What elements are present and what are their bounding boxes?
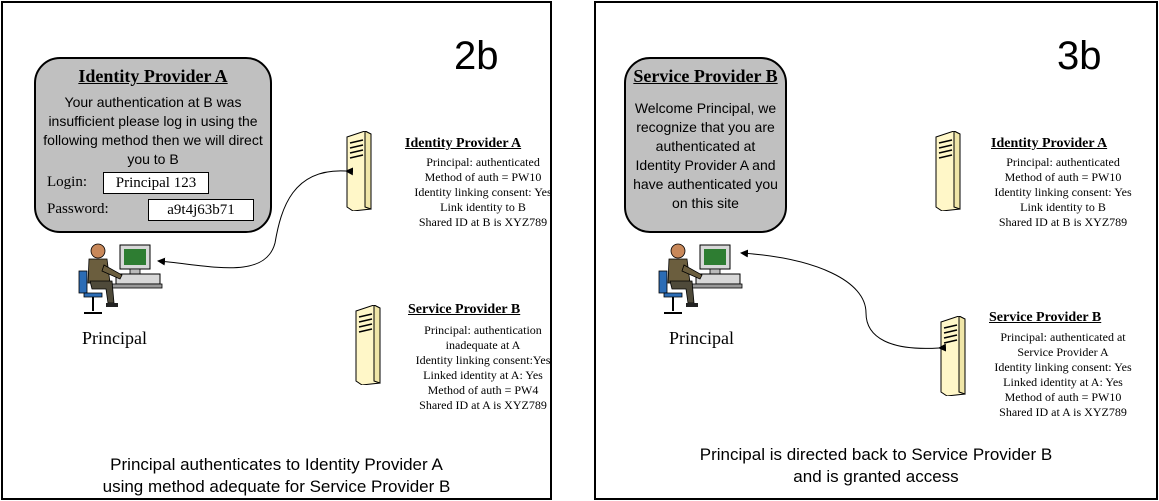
server-title-identity-provider-a: Identity Provider A xyxy=(405,136,522,151)
server-title-identity-provider-a: Identity Provider A xyxy=(991,136,1108,151)
server-details-identity-provider-a: Principal: authenticated Method of auth … xyxy=(383,155,552,230)
detail-line: Principal: authenticated xyxy=(1006,155,1120,169)
caption-line: Principal is directed back to Service Pr… xyxy=(699,445,1053,464)
detail-line: Linked identity at A: Yes xyxy=(423,368,543,382)
detail-line: Link identity to B xyxy=(440,200,526,214)
connector-arrow xyxy=(157,167,354,269)
detail-line: Method of auth = PW10 xyxy=(1004,390,1122,404)
service-provider-b-bubble: Service Provider B Welcome Principal, we… xyxy=(624,57,787,233)
panel-caption: Principal is directed back to Service Pr… xyxy=(596,444,1156,488)
detail-line: Shared ID at A is XYZ789 xyxy=(419,398,547,412)
detail-line: Linked identity at A: Yes xyxy=(1003,375,1123,389)
detail-line: Principal: authenticated at xyxy=(1000,330,1126,344)
principal-label: Principal xyxy=(669,328,734,348)
server-icon xyxy=(935,131,961,211)
detail-line: Principal: authentication xyxy=(424,323,542,337)
detail-line: Method of auth = PW4 xyxy=(427,383,539,397)
server-icon xyxy=(940,316,966,396)
detail-line: Shared ID at B is XYZ789 xyxy=(998,215,1128,229)
detail-line: Service Provider A xyxy=(1017,345,1109,359)
detail-line: Shared ID at A is XYZ789 xyxy=(999,405,1127,419)
server-details-service-provider-b: Principal: authenticated at Service Prov… xyxy=(968,330,1156,420)
bubble-title: Service Provider B xyxy=(633,66,778,86)
server-title-service-provider-b: Service Provider B xyxy=(408,302,521,317)
panel-2b: 2b Identity Provider A Your authenticati… xyxy=(1,1,552,500)
caption-line: Principal authenticates to Identity Prov… xyxy=(110,455,443,474)
detail-line: Link identity to B xyxy=(1020,200,1106,214)
panel-3b: 3b Service Provider B Welcome Principal,… xyxy=(594,1,1158,500)
bubble-message: Your authentication at B was insufficien… xyxy=(43,94,263,167)
caption-line: using method adequate for Service Provid… xyxy=(102,477,451,496)
login-label: Login: xyxy=(47,174,87,190)
server-details-identity-provider-a: Principal: authenticated Method of auth … xyxy=(968,155,1156,230)
principal-label: Principal xyxy=(82,328,147,348)
person-at-computer-icon xyxy=(658,243,743,314)
detail-line: Shared ID at B is XYZ789 xyxy=(418,215,548,229)
detail-line: Identity linking consent: Yes xyxy=(994,360,1132,374)
caption-line: and is granted access xyxy=(793,467,959,486)
connector-arrow xyxy=(740,249,947,352)
detail-line: Method of auth = PW10 xyxy=(424,170,542,184)
detail-line: inadequate at A xyxy=(445,338,521,352)
panel-caption: Principal authenticates to Identity Prov… xyxy=(3,454,550,498)
bubble-message: Welcome Principal, we recognize that you… xyxy=(633,100,778,211)
person-at-computer-icon xyxy=(78,243,163,314)
detail-line: Identity linking consent:Yes xyxy=(415,353,551,367)
detail-line: Identity linking consent: Yes xyxy=(994,185,1132,199)
step-label: 2b xyxy=(454,34,499,78)
server-details-service-provider-b: Principal: authentication inadequate at … xyxy=(383,323,551,413)
server-title-service-provider-b: Service Provider B xyxy=(989,310,1102,325)
detail-line: Identity linking consent: Yes xyxy=(414,185,552,199)
server-icon xyxy=(355,305,381,385)
password-label: Password: xyxy=(47,201,109,217)
detail-line: Principal: authenticated xyxy=(426,155,540,169)
step-label: 3b xyxy=(1057,34,1102,78)
detail-line: Method of auth = PW10 xyxy=(1004,170,1122,184)
bubble-title: Identity Provider A xyxy=(78,66,228,86)
